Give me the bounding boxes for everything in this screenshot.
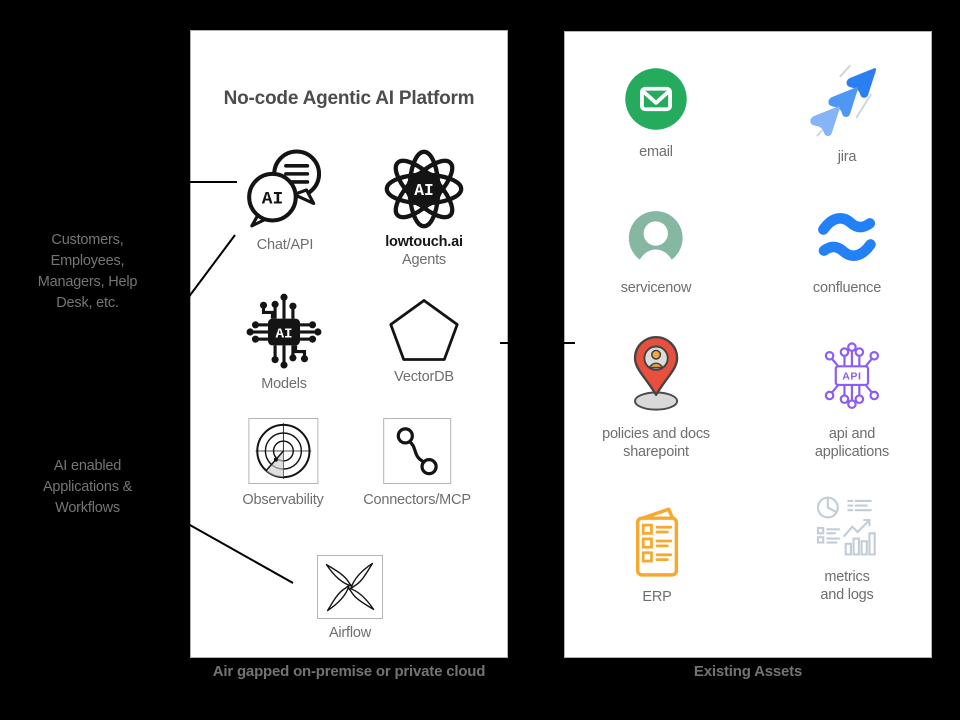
asset-item-sharepoint: policies and docs sharepoint	[602, 334, 710, 461]
item-label: jira	[837, 149, 857, 165]
platform-item-connectors-mcp: Connectors/MCP	[363, 418, 471, 510]
item-label: servicenow	[620, 280, 692, 296]
item-label: email	[639, 144, 673, 160]
platform-title: No-code Agentic AI Platform	[223, 88, 475, 109]
ai-chip-icon: AI	[246, 293, 322, 369]
item-label: lowtouch.ai	[385, 234, 463, 250]
api-chip-icon: API	[824, 342, 880, 409]
users-annotation: Customers, Employees, Managers, Help Des…	[37, 232, 138, 312]
item-label: VectorDB	[394, 369, 454, 385]
atom-ai-icon: AI	[384, 149, 464, 229]
apps-annotation: AI enabled Applications & Workflows	[42, 458, 133, 517]
asset-item-api: API api and applications	[815, 338, 889, 461]
platform-caption: Air gapped on-premise or private cloud	[212, 663, 486, 680]
chat-bubbles-ai-icon: AI	[247, 149, 322, 228]
svg-text:AI: AI	[414, 182, 433, 200]
platform-item-vectordb: VectorDB	[388, 297, 460, 387]
pentagon-icon	[389, 299, 459, 361]
asset-item-metrics-logs: metrics and logs	[814, 495, 880, 604]
item-label: Connectors/MCP	[363, 492, 471, 508]
platform-item-chat-api: AI Chat/API	[242, 146, 328, 255]
platform-item-observability: Observability	[242, 418, 324, 510]
connector-nodes-icon	[396, 427, 438, 476]
asset-item-email: email	[624, 67, 688, 162]
svg-text:AI: AI	[275, 326, 292, 342]
item-label: ERP	[642, 589, 672, 605]
asset-item-servicenow: servicenow	[620, 206, 692, 298]
item-label: Observability	[242, 492, 324, 508]
asset-item-erp: ERP	[629, 503, 685, 607]
jira-icon	[810, 64, 877, 137]
assets-caption: Existing Assets	[693, 663, 803, 680]
svg-text:AI: AI	[262, 189, 284, 209]
confluence-icon	[818, 213, 876, 261]
item-label: Airflow	[328, 625, 372, 641]
item-label: Models	[261, 376, 307, 392]
item-label: metrics and logs	[820, 569, 874, 603]
asset-item-confluence: confluence	[813, 209, 881, 298]
item-sublabel: Agents	[402, 251, 446, 268]
asset-item-jira: jira	[808, 62, 886, 167]
servicenow-icon	[629, 211, 683, 268]
metrics-logs-icon	[816, 496, 876, 556]
item-label: policies and docs sharepoint	[602, 426, 710, 460]
platform-item-models: AI Models	[243, 291, 325, 394]
sharepoint-pin-icon	[633, 335, 679, 411]
item-label: confluence	[812, 280, 882, 296]
erp-document-icon	[635, 507, 679, 577]
svg-text:API: API	[842, 370, 861, 382]
email-icon	[625, 68, 687, 130]
item-label: Chat/API	[256, 237, 314, 253]
item-label: api and applications	[814, 426, 890, 460]
platform-item-lowtouch-agents: AI lowtouch.ai Agents	[383, 148, 465, 269]
radar-icon	[255, 423, 311, 479]
pinwheel-icon	[325, 562, 375, 612]
platform-item-airflow: Airflow	[317, 555, 383, 643]
